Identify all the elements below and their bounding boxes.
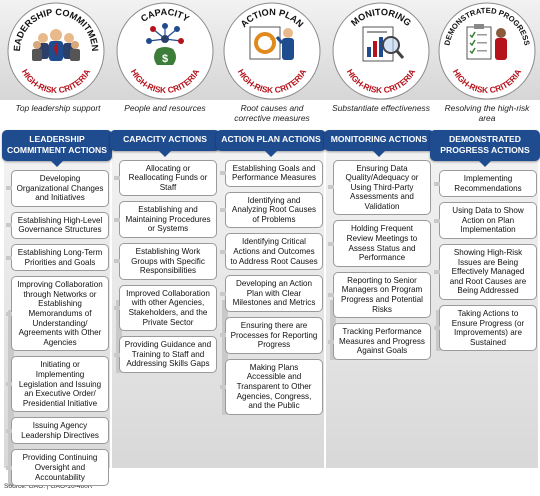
action-item: Taking Actions to Ensure Progress (or Im… [434,304,537,352]
action-item: Improved Collaboration with other Agenci… [114,284,217,332]
action-item: Ensuring Data Quality/Adequacy or Using … [328,159,431,216]
action-list: Allocating or Reallocating Funds or Staf… [113,159,217,373]
leadership-commitment-column: LEADERSHIP COMMITMENT ACTIONS Developing… [2,130,112,491]
action-item: Establishing High-Level Governance Struc… [6,211,109,239]
column-header: ACTION PLAN ACTIONS [216,130,326,156]
monitoring-chart-icon [362,26,405,62]
action-item: Showing High-Risk Issues are Being Effec… [434,243,537,300]
badge-capacity: CAPACITY HIGH-RISK CRITERIA $ [115,1,215,100]
badge-monitoring: MONITORING HIGH-RISK CRITERIA [331,1,431,100]
subtitle-monitoring: Substantiate effectiveness [332,103,430,113]
demonstrated-progress-column: DEMONSTRATED PROGRESS ACTIONS Implementi… [430,130,540,356]
action-list: Implementing Recommendations Using Data … [433,170,537,352]
action-list: Establishing Goals and Performance Measu… [219,159,323,415]
badge-action-plan: ACTION PLAN HIGH-RISK CRITERIA [222,1,322,100]
subtitle-capacity: People and resources [124,103,206,113]
subtitle-action-plan: Root causes and corrective measures [234,103,310,123]
action-item: Reporting to Senior Managers on Program … [328,271,431,319]
action-item: Allocating or Reallocating Funds or Staf… [114,159,217,197]
subtitle-leadership: Top leadership support [15,103,101,113]
action-item: Tracking Performance Measures and Progre… [328,323,431,360]
progress-checklist-icon [466,24,507,60]
action-item: Providing Guidance and Training to Staff… [114,336,217,373]
action-plan-cycle-icon [249,26,294,60]
action-list: Ensuring Data Quality/Adequacy or Using … [327,159,431,360]
subtitle-demonstrated-progress: Resolving the high-risk area [444,103,530,123]
action-item: Implementing Recommendations [434,170,537,198]
badge-leadership-commitment: LEADERSHIP COMMITMENT HIGH-RISK CRITERIA [6,1,106,100]
action-item: Ensuring there are Processes for Reporti… [220,317,323,354]
column-header: DEMONSTRATED PROGRESS ACTIONS [430,130,540,167]
column-header: MONITORING ACTIONS [324,130,434,156]
action-item: Initiating or Implementing Legislation a… [6,356,109,413]
action-item: Using Data to Show Action on Plan Implem… [434,202,537,239]
action-item: Establishing Goals and Performance Measu… [220,159,323,187]
action-item: Developing Organizational Changes and In… [6,170,109,207]
action-item: Providing Continuing Oversight and Accou… [6,449,109,487]
connector-rail [116,299,122,373]
badge-demonstrated-progress: DEMONSTRATED PROGRESS HIGH-RISK CRITERIA [437,1,537,100]
action-item: Establishing Long-Term Priorities and Go… [6,243,109,272]
connector-rail [222,299,228,415]
action-plan-column: ACTION PLAN ACTIONS Establishing Goals a… [216,130,326,420]
action-item: Identifying and Analyzing Root Causes of… [220,191,323,229]
action-item: Identifying Critical Actions and Outcome… [220,233,323,271]
action-item: Issuing Agency Leadership Directives [6,417,109,445]
column-header: LEADERSHIP COMMITMENT ACTIONS [2,130,112,167]
action-item: Making Plans Accessible and Transparent … [220,358,323,415]
column-header: CAPACITY ACTIONS [110,130,220,156]
leadership-group-icon [32,29,80,61]
action-item: Improving Collaboration through Networks… [6,276,109,352]
svg-text:$: $ [162,53,168,65]
source-note: Source: GAO. | GAO-16-480R [4,483,93,490]
money-bag-network-icon: $ [146,23,184,65]
monitoring-column: MONITORING ACTIONS Ensuring Data Quality… [324,130,434,365]
action-item: Holding Frequent Review Meetings to Asse… [328,220,431,267]
capacity-column: CAPACITY ACTIONS Allocating or Reallocat… [110,130,220,378]
action-item: Establishing Work Groups with Specific R… [114,243,217,280]
action-item: Establishing and Maintaining Procedures … [114,201,217,239]
action-list: Developing Organizational Changes and In… [5,170,109,487]
action-item: Developing an Action Plan with Clear Mil… [220,275,323,313]
